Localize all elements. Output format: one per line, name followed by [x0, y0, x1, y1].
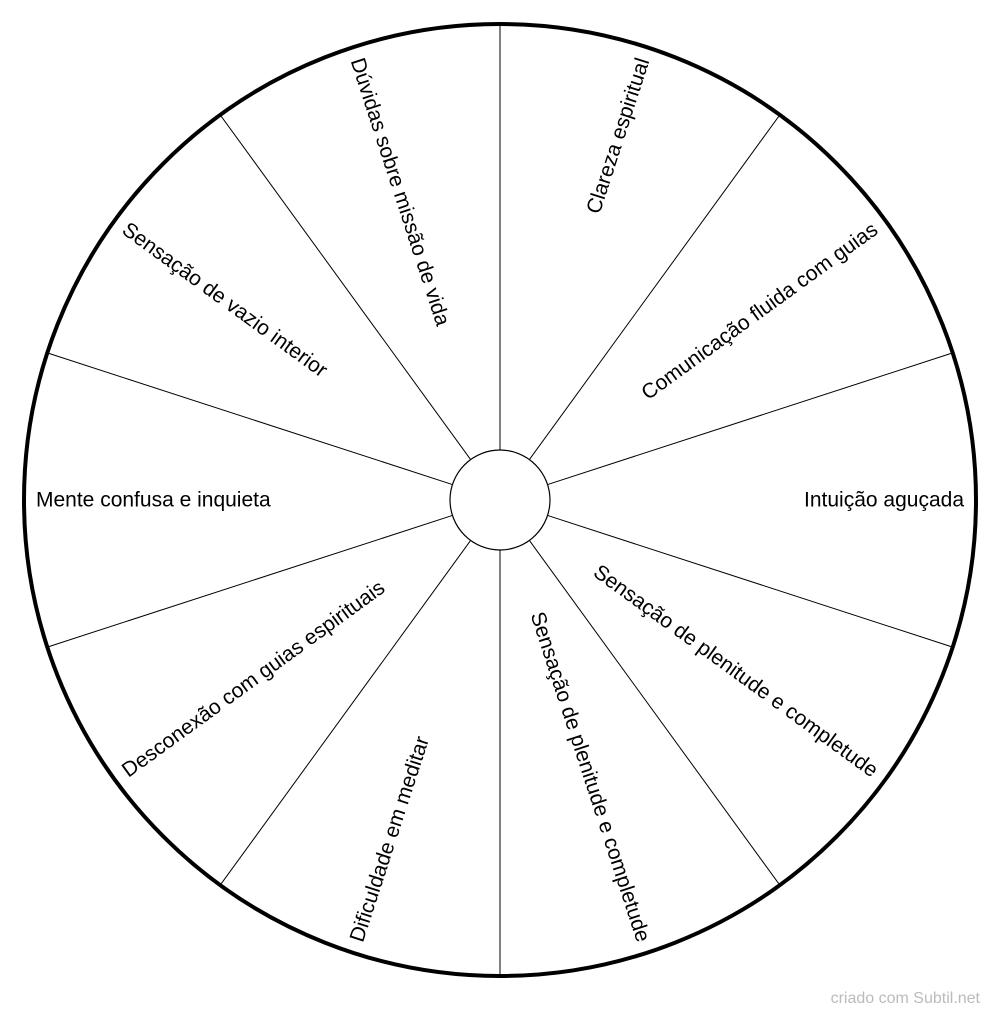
sector-label: Sensação de plenitude e completude [589, 560, 882, 782]
sector-label: Dúvidas sobre missão de vida [346, 55, 455, 329]
wheel-spoke [547, 514, 953, 648]
wheel-spoke [528, 540, 781, 886]
wheel-spoke [47, 352, 453, 486]
sector-label: Mente confusa e inquieta [36, 489, 271, 512]
sector-label: Desconexão com guias espirituais [118, 576, 389, 782]
wheel-spoke [547, 352, 953, 486]
sector-label: Dificuldade em meditar [346, 733, 434, 944]
wheel-center-hub [449, 449, 551, 551]
wheel-spoke [219, 114, 472, 460]
credit-watermark: criado com Subtil.net [830, 990, 980, 1007]
sector-label: Clareza espiritual [582, 55, 654, 216]
wheel-spoke [528, 114, 781, 460]
sector-label: Comunicação fluida com guias [637, 218, 882, 405]
sector-label: Sensação de plenitude e completude [526, 609, 655, 945]
wheel-outer-ring [22, 22, 978, 978]
wheel-spoke [47, 514, 453, 648]
wheel-spoke [219, 540, 472, 886]
sector-label: Intuição aguçada [804, 489, 964, 512]
wheel-spokes [47, 24, 953, 976]
sector-label: Sensação de vazio interior [118, 218, 332, 382]
